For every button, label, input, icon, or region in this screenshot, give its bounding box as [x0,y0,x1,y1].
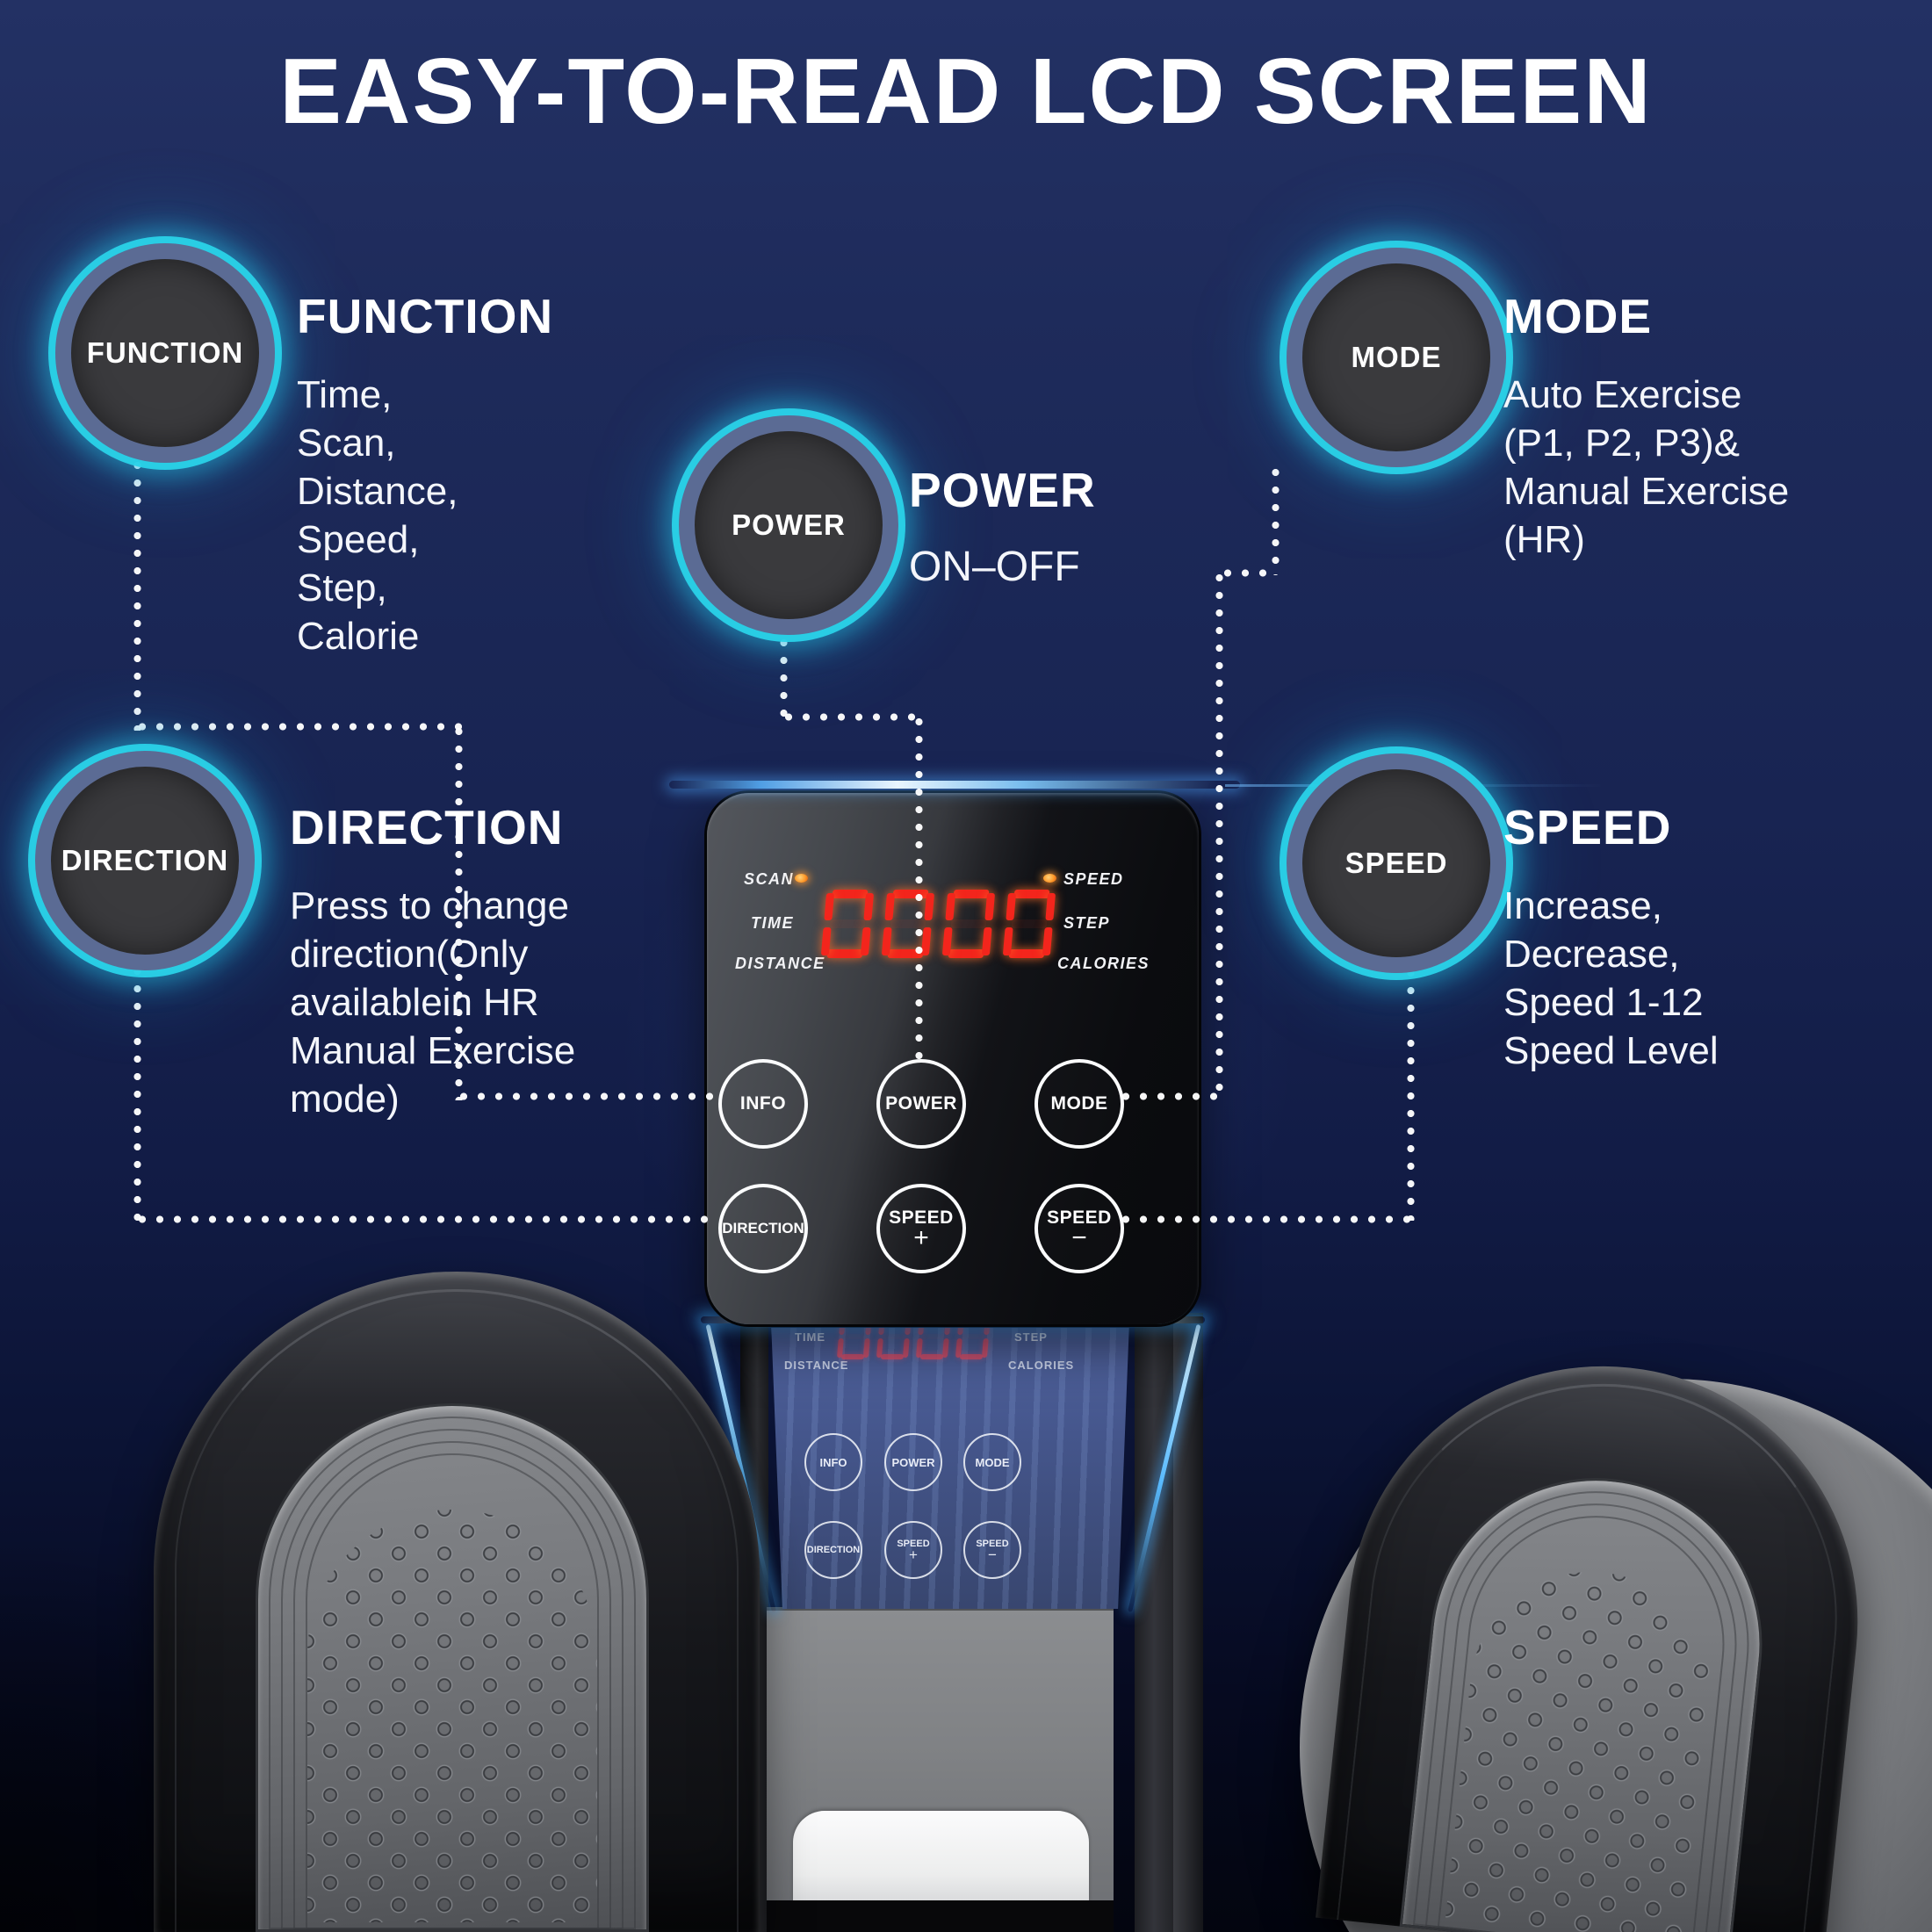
feature-line: (P1, P2, P3)& [1503,422,1741,465]
console-time-label: TIME [795,1330,826,1344]
feature-line: Speed, [297,518,420,561]
panel-step-label: STEP [1063,914,1111,932]
console-step-label: STEP [1014,1330,1048,1344]
left-foot-pedal [154,1272,760,1932]
feature-line: Time, [297,373,393,416]
machine-silver-strip [793,1811,1089,1902]
panel-speed-plus-button[interactable]: SPEED+ [876,1184,966,1273]
console-distance-label: DISTANCE [784,1359,849,1372]
panel-led-display [820,890,1066,958]
panel-speed-minus-button[interactable]: SPEED− [1034,1184,1124,1273]
function-heading: FUNCTION [297,289,554,343]
function-badge: FUNCTION [55,243,275,463]
feature-line: Press to change [290,884,569,927]
left-pedal-grip-dots [307,1510,597,1922]
callout-line-mode [1215,569,1223,1098]
callout-line-power [780,713,922,721]
direction-badge: DIRECTION [35,751,255,970]
callout-line-mode [1117,1092,1219,1100]
panel-info-button[interactable]: INFO [718,1059,808,1149]
console-mode-button[interactable]: MODE [963,1433,1021,1491]
feature-line: (HR) [1503,518,1585,561]
console-power-button[interactable]: POWER [884,1433,942,1491]
console-speed-minus-button[interactable]: SPEED− [963,1521,1021,1579]
direction-heading: DIRECTION [290,800,564,854]
power-badge-label: POWER [732,508,846,541]
panel-time-label: TIME [751,914,794,932]
panel-scan-label: SCAN [744,870,795,888]
feature-line: Calorie [297,615,420,658]
machine-right-rail [1135,1313,1173,1932]
panel-direction-button[interactable]: DIRECTION [718,1184,808,1273]
console-info-button[interactable]: INFO [804,1433,862,1491]
panel-top-glint [669,781,1240,789]
callout-line-speed [1407,964,1415,1221]
page-title: EASY-TO-READ LCD SCREEN [279,40,1653,143]
callout-line-direction [133,1215,718,1223]
lcd-panel-zoomed: SCAN TIME DISTANCE SPEED STEP CALORIES I… [707,793,1199,1324]
left-pedal-groove [175,1289,739,1932]
machine-console: TIME DISTANCE STEP CALORIES INFO POWER M… [771,1328,1129,1609]
feature-line: Distance, [297,470,458,513]
speed-feature-text: SPEED Increase, Decrease, Speed 1-12 Spe… [1503,799,1719,1075]
speed-led-indicator [1043,874,1056,883]
led-digit [1002,890,1056,958]
callout-line-function [455,1092,720,1100]
feature-line: availablein HR [290,981,539,1024]
feature-line: Speed Level [1503,1029,1719,1072]
callout-line-mode [1272,464,1280,575]
callout-line-function [133,723,465,731]
feature-line: mode) [290,1078,400,1121]
direction-badge-label: DIRECTION [61,844,229,876]
mode-badge-label: MODE [1351,341,1442,373]
panel-distance-label: DISTANCE [735,955,825,972]
feature-line: Step, [297,566,387,609]
machine-base-strip [767,1900,1114,1932]
console-direction-button[interactable]: DIRECTION [804,1521,862,1579]
mode-feature-text: MODE Auto Exercise (P1, P2, P3)& Manual … [1503,288,1789,564]
callout-line-power [780,634,788,719]
function-feature-text: FUNCTION Time, Scan, Distance, Speed, St… [297,288,553,660]
led-digit [881,890,935,958]
callout-line-speed [1117,1215,1410,1223]
power-heading: POWER [909,463,1096,517]
feature-line: Speed 1-12 [1503,981,1704,1024]
left-pedal-tread [256,1403,649,1932]
panel-calories-label: CALORIES [1057,955,1150,972]
feature-line: Manual Exercise [1503,470,1790,513]
scan-led-indicator [795,874,808,883]
callout-line-mode [1219,569,1275,577]
feature-line: ON–OFF [909,544,1080,590]
function-badge-label: FUNCTION [86,336,244,369]
direction-feature-text: DIRECTION Press to change direction(Only… [290,799,575,1123]
power-feature-text: POWER ON–OFF [909,462,1096,591]
power-badge: POWER [679,415,898,635]
speed-heading: SPEED [1503,800,1672,854]
console-speed-plus-button[interactable]: SPEED+ [884,1521,942,1579]
mode-heading: MODE [1503,289,1652,343]
panel-speed-label: SPEED [1063,870,1124,888]
callout-line-power [915,713,923,1061]
callout-line-direction [133,962,141,1223]
led-digit [820,890,875,958]
led-digit [941,890,996,958]
feature-line: Scan, [297,422,396,465]
callout-line-function [133,457,141,731]
right-foot-pedal [1316,1341,1884,1932]
feature-line: Manual Exercise [290,1029,576,1072]
feature-line: Auto Exercise [1503,373,1742,416]
feature-line: Decrease, [1503,933,1680,976]
feature-line: Increase, [1503,884,1662,927]
mode-badge: MODE [1287,248,1506,467]
speed-badge-label: SPEED [1344,847,1448,879]
callout-line-function [455,723,463,1100]
speed-badge: SPEED [1287,753,1506,973]
panel-power-button[interactable]: POWER [876,1059,966,1149]
panel-mode-button[interactable]: MODE [1034,1059,1124,1149]
feature-line: direction(Only [290,933,529,976]
console-calories-label: CALORIES [1008,1359,1075,1372]
